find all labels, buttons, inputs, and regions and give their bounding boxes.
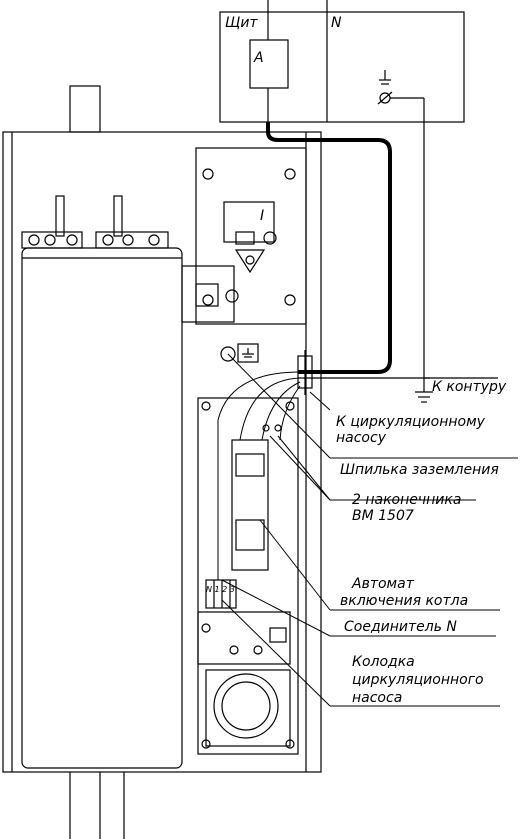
pump-block-label-line1: Колодка — [352, 654, 415, 670]
lugs-label-line1: 2 наконечника — [352, 492, 461, 508]
neutral-label: N — [331, 15, 342, 31]
to-pump-label-line1: К циркуляционному — [336, 414, 486, 430]
pump-block-label-line3: насоса — [352, 690, 402, 706]
leader-lines — [221, 353, 518, 707]
connector-n-label: Соединитель N — [344, 619, 457, 635]
internal-wires — [217, 371, 301, 580]
to-circuit-label: К контуру — [432, 379, 507, 395]
breaker-label-line1: Автомат — [351, 576, 415, 592]
thermostat-plate — [195, 147, 307, 325]
breaker-label: A — [253, 50, 264, 66]
supply-cable — [266, 122, 392, 374]
to-pump-label-line2: насосу — [336, 430, 387, 446]
heater-tank — [21, 195, 239, 769]
electrical-plate — [197, 397, 299, 755]
panel-title: Щит — [225, 15, 258, 31]
switch-mark: I — [260, 208, 264, 224]
distribution-panel — [219, 0, 465, 123]
lugs-label-line2: ВМ 1507 — [352, 508, 414, 524]
breaker-label-line2: включения котла — [340, 593, 468, 609]
ground-stud — [220, 343, 259, 363]
boiler-cabinet — [2, 85, 322, 839]
ground-stud-label: Шпилька заземления — [340, 462, 499, 478]
pump-block-label-line2: циркуляционного — [352, 672, 484, 688]
ground-wire — [298, 98, 498, 403]
terminal-strip-marks: N 1 2 3 — [206, 585, 235, 594]
